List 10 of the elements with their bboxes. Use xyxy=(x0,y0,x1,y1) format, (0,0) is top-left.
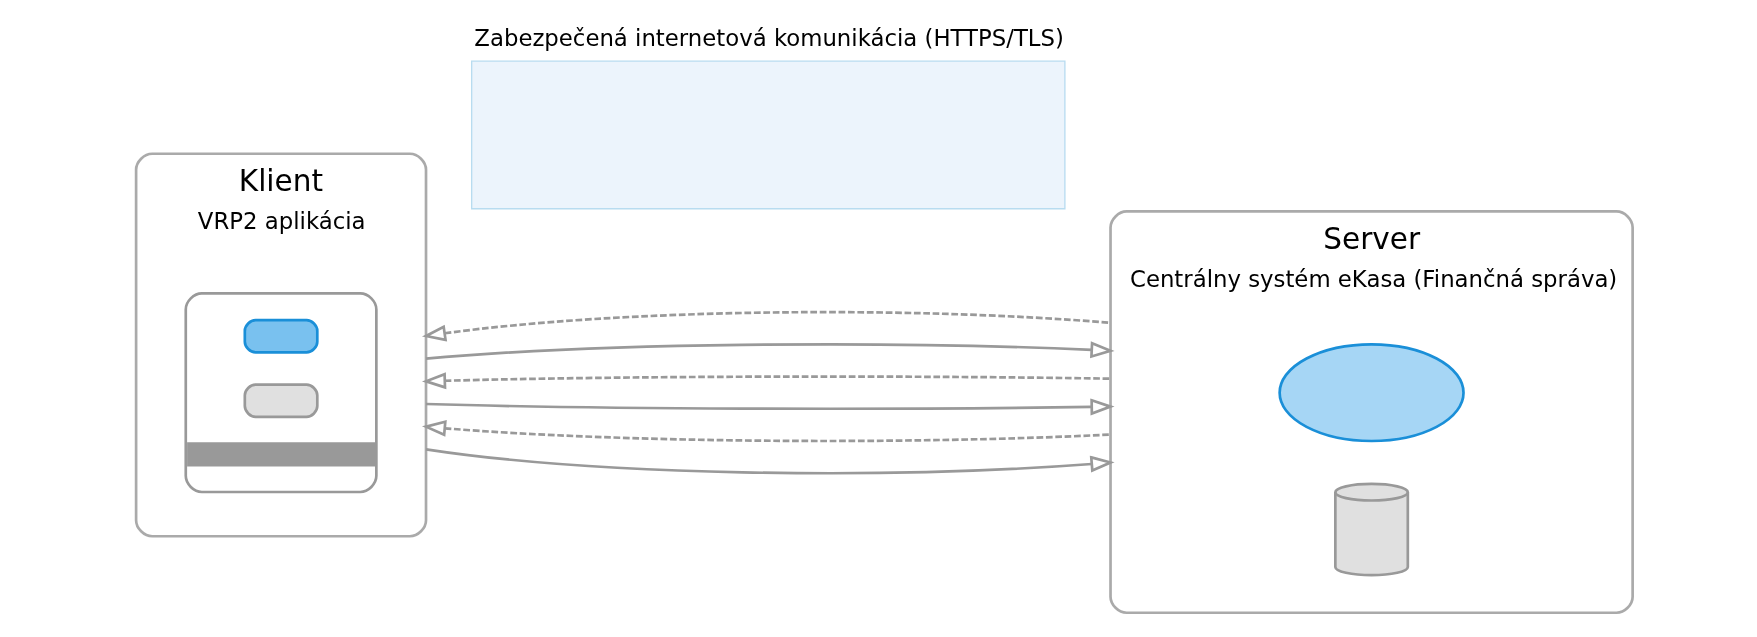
arrow xyxy=(425,398,1115,416)
arrow xyxy=(421,372,1111,390)
cluster: Server Centrálny systém eKasa (Finančná správa) xyxy=(1108,210,1634,615)
arrow xyxy=(421,419,1111,443)
arrow xyxy=(425,341,1115,360)
node-label: Zabezpečená internetová komunikácia (HTTPS/TLS) xyxy=(473,24,1064,51)
node-cloud xyxy=(1277,343,1465,443)
arrow xyxy=(421,310,1111,342)
arrow xyxy=(425,448,1115,475)
cluster: Klient VRP2 aplikácia xyxy=(134,152,427,538)
